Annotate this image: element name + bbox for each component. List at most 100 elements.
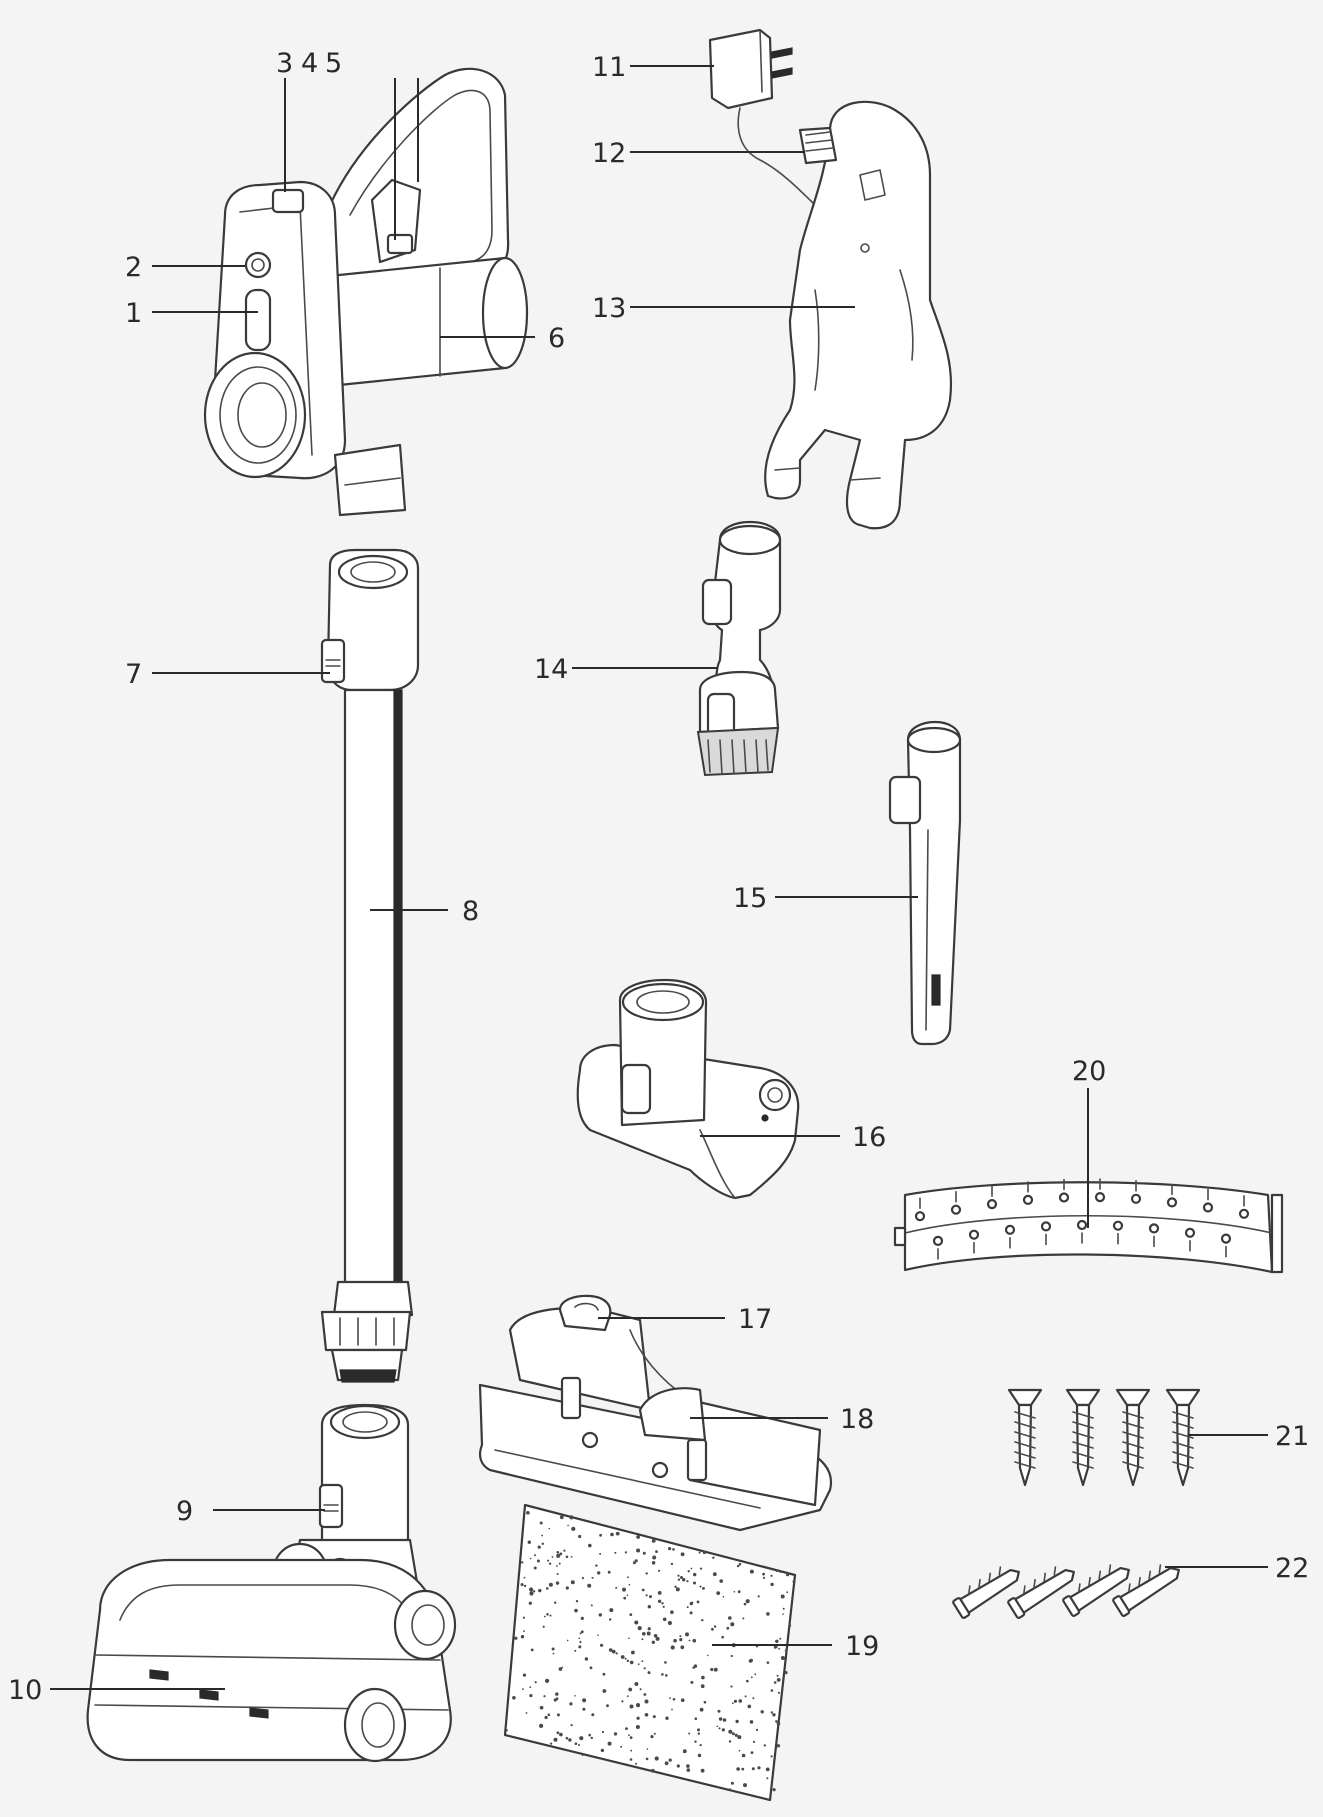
- cloth-dot: [784, 1649, 788, 1652]
- cloth-dot: [672, 1548, 675, 1551]
- cloth-dot: [556, 1573, 559, 1575]
- cloth-dot: [777, 1691, 781, 1694]
- cloth-dot: [686, 1606, 689, 1609]
- cloth-dot: [526, 1511, 530, 1515]
- cloth-dot: [514, 1636, 518, 1640]
- cloth-dot: [647, 1671, 651, 1675]
- cloth-dot: [746, 1679, 749, 1683]
- cloth-dot: [657, 1591, 662, 1595]
- cloth-dot: [546, 1587, 549, 1590]
- cloth-dot: [641, 1588, 645, 1592]
- cloth-dot: [621, 1700, 624, 1703]
- bristle-tuft: [1022, 1194, 1034, 1206]
- cloth-dot: [752, 1697, 755, 1700]
- cloth-dot: [544, 1715, 548, 1720]
- cloth-dot: [641, 1660, 644, 1663]
- cloth-dot: [664, 1761, 669, 1766]
- cloth-dot: [689, 1611, 693, 1615]
- cloth-dot: [667, 1620, 673, 1626]
- cloth-dot: [539, 1521, 543, 1525]
- cloth-dot: [566, 1639, 569, 1642]
- cloth-dot: [565, 1586, 569, 1590]
- wall-anchor: [1062, 1564, 1130, 1617]
- cloth-dot: [786, 1573, 790, 1577]
- callout-16: 16: [852, 1122, 886, 1153]
- cloth-dot: [541, 1534, 543, 1537]
- cloth-dot: [755, 1728, 759, 1731]
- cloth-dot: [784, 1671, 788, 1675]
- cloth-dot: [700, 1684, 705, 1689]
- cloth-dot: [788, 1624, 792, 1627]
- cloth-dot: [579, 1632, 582, 1635]
- cloth-dot: [646, 1631, 651, 1636]
- cloth-dot: [588, 1733, 591, 1737]
- cloth-dot: [698, 1551, 701, 1554]
- cloth-dot: [696, 1600, 700, 1604]
- cloth-dot: [778, 1647, 780, 1650]
- cloth-dot: [578, 1637, 580, 1640]
- cloth-dot: [591, 1713, 595, 1717]
- cloth-dot: [688, 1732, 691, 1735]
- cloth-dot: [677, 1578, 681, 1581]
- cloth-dot: [652, 1555, 657, 1560]
- cloth-dot: [670, 1610, 674, 1614]
- cloth-dot: [625, 1727, 628, 1730]
- cloth-dot: [765, 1767, 770, 1772]
- cloth-dot: [662, 1605, 665, 1608]
- cloth-dot: [773, 1681, 777, 1684]
- cloth-dot: [716, 1725, 719, 1728]
- cloth-dot: [649, 1595, 652, 1599]
- cloth-dot: [744, 1695, 747, 1698]
- cloth-dot: [719, 1579, 723, 1583]
- cloth-dot: [538, 1588, 542, 1593]
- cloth-dot: [602, 1672, 606, 1676]
- cloth-dot: [505, 1729, 508, 1732]
- cloth-dot: [776, 1678, 781, 1682]
- crevice-tool: [888, 720, 962, 1046]
- bristle-tuft: [914, 1211, 926, 1222]
- floor-brush-head: [86, 1403, 457, 1763]
- cloth-dot: [770, 1574, 773, 1577]
- cloth-dot: [629, 1758, 633, 1761]
- cloth-dot: [736, 1767, 740, 1771]
- cloth-dot: [670, 1645, 675, 1650]
- roller-bristle-tufts: [914, 1178, 1250, 1260]
- cloth-dot: [745, 1599, 750, 1604]
- cloth-dot: [529, 1694, 533, 1698]
- cloth-dot: [521, 1561, 524, 1564]
- cloth-dot: [722, 1596, 725, 1598]
- cloth-dot: [631, 1650, 635, 1655]
- cloth-dot: [694, 1717, 698, 1720]
- bristle-tuft: [986, 1198, 998, 1210]
- cloth-dot: [632, 1561, 636, 1565]
- cloth-dot: [627, 1576, 629, 1579]
- cloth-dot: [602, 1689, 607, 1693]
- cloth-dot: [534, 1681, 537, 1684]
- screw: [1115, 1388, 1151, 1487]
- cloth-dot: [643, 1667, 646, 1670]
- cloth-dot: [653, 1732, 656, 1735]
- cloth-dot: [716, 1591, 721, 1595]
- cloth-dot: [545, 1678, 550, 1683]
- callout-22: 22: [1275, 1553, 1309, 1584]
- cloth-dot: [574, 1742, 578, 1745]
- cloth-dot: [587, 1583, 592, 1588]
- cloth-dot: [757, 1595, 760, 1598]
- cloth-dot: [687, 1570, 690, 1573]
- cloth-dot: [569, 1702, 573, 1706]
- cloth-dot: [589, 1666, 593, 1670]
- cloth-dot: [615, 1652, 618, 1655]
- cloth-dot: [626, 1659, 630, 1663]
- callout-21: 21: [1275, 1421, 1309, 1452]
- cloth-dot: [520, 1635, 525, 1639]
- cloth-dot: [555, 1692, 559, 1696]
- cloth-dot: [646, 1748, 649, 1750]
- combination-brush-tool: [696, 520, 782, 777]
- cloth-dot: [728, 1616, 732, 1620]
- cloth-dot: [629, 1704, 634, 1709]
- cloth-dot: [655, 1550, 658, 1553]
- wall-anchor: [1112, 1564, 1180, 1617]
- cloth-dot: [776, 1744, 781, 1748]
- cloth-dot: [554, 1601, 557, 1604]
- bristle-tuft: [1094, 1191, 1106, 1203]
